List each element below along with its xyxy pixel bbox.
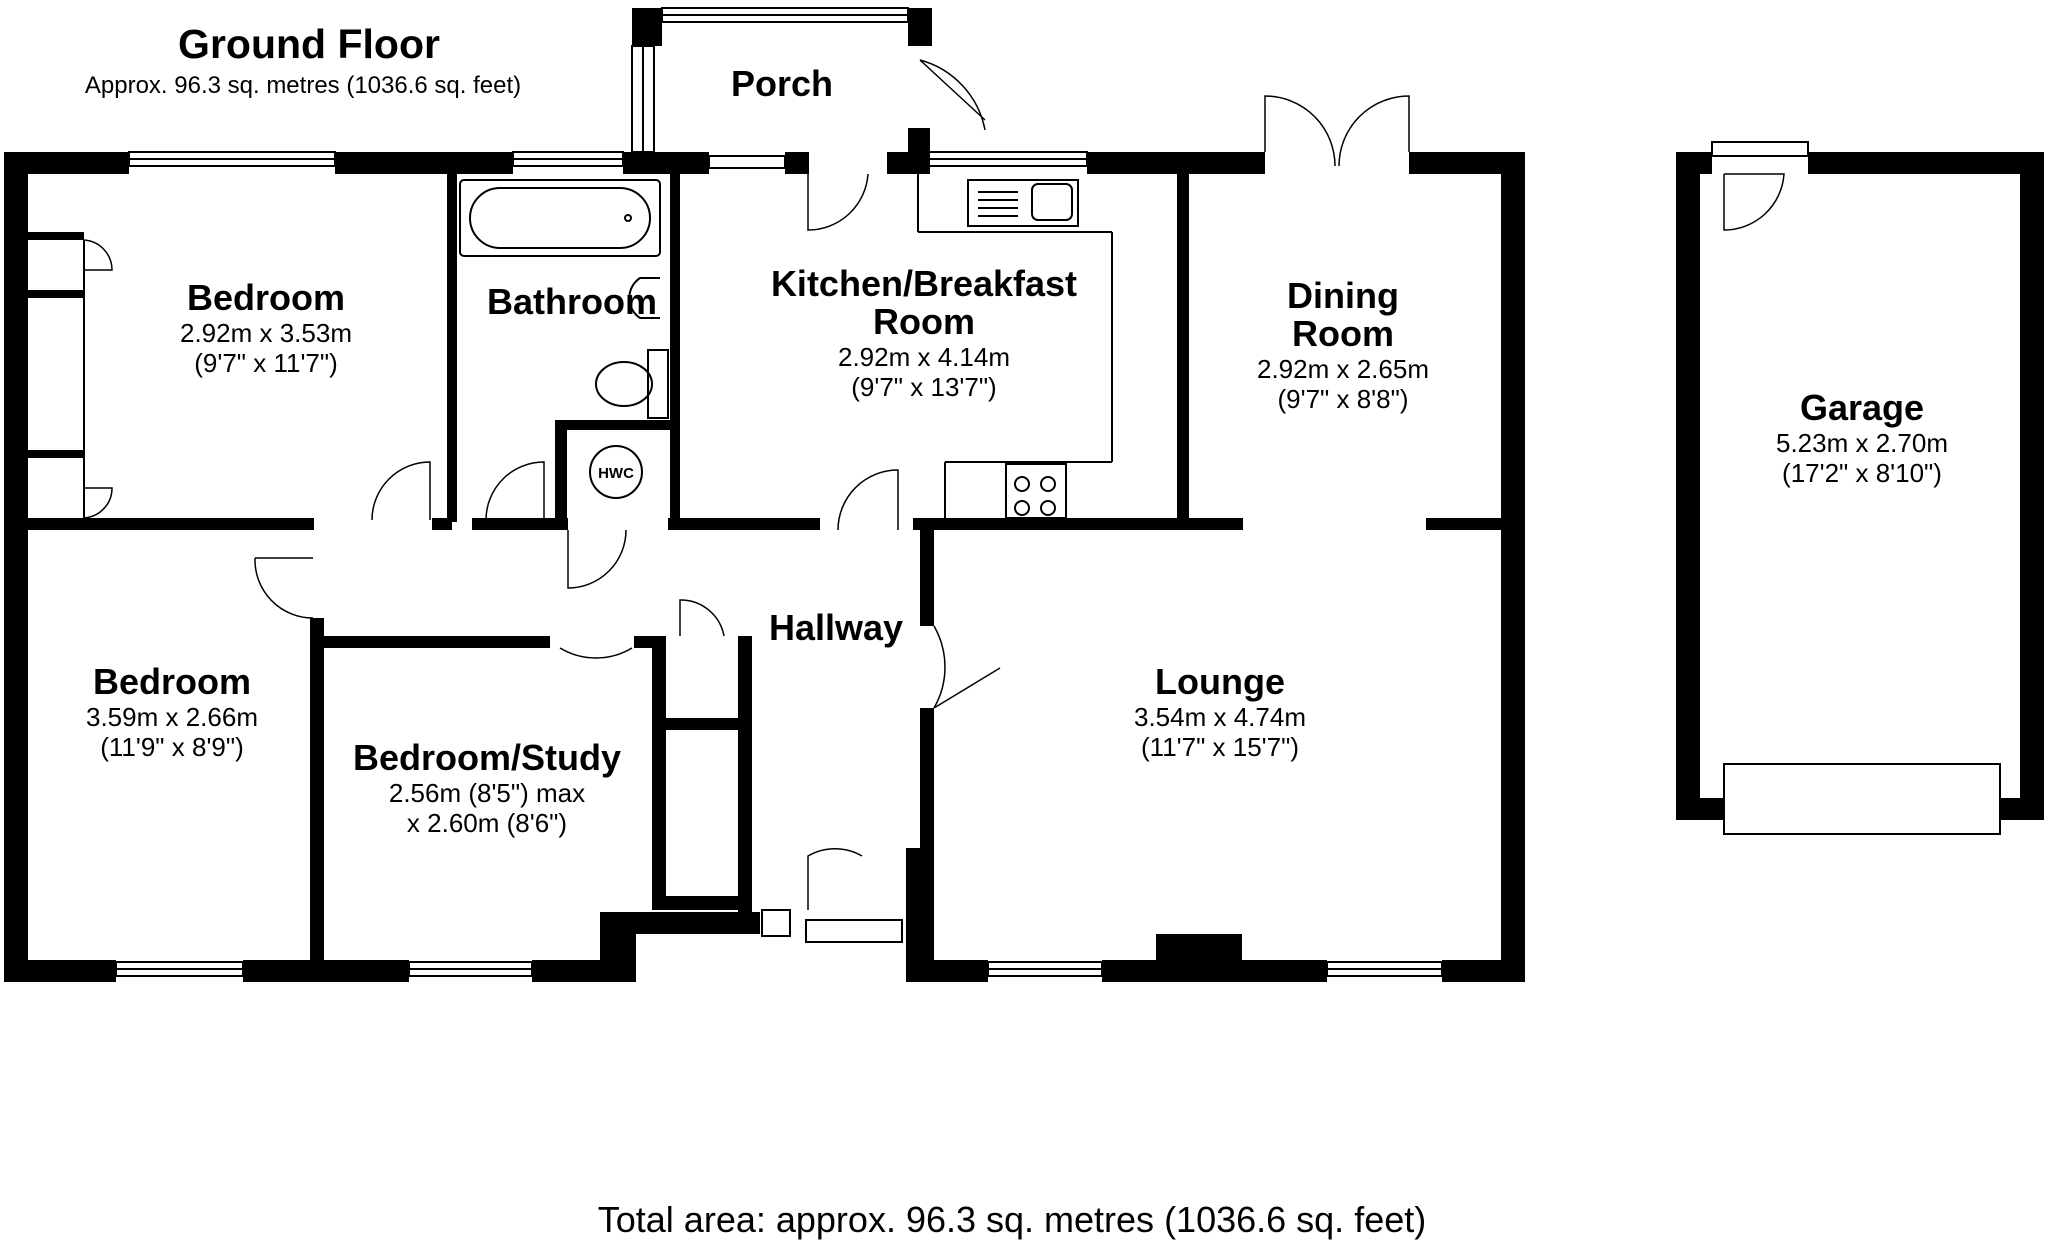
bathroom-fixtures — [459, 179, 669, 419]
floor-area-subtitle: Approx. 96.3 sq. metres (1036.6 sq. feet… — [85, 72, 521, 99]
dining-name-line2: Room — [1292, 313, 1394, 354]
bedroom1-imperial: (9'7" x 11'7") — [194, 348, 338, 378]
lounge-imperial: (11'7" x 15'7") — [1141, 732, 1299, 762]
study-line1: 2.56m (8'5") max — [389, 778, 585, 808]
bedroom2-name: Bedroom — [93, 661, 251, 702]
house-walls — [4, 152, 1525, 982]
wardrobe — [28, 232, 113, 519]
lounge-name: Lounge — [1155, 661, 1285, 702]
garage-imperial: (17'2" x 8'10") — [1782, 458, 1942, 488]
hwc-tank — [589, 445, 643, 499]
bedroom1-name: Bedroom — [187, 277, 345, 318]
lounge-metric: 3.54m x 4.74m — [1134, 702, 1306, 732]
kitchen-name-line1: Kitchen/Breakfast — [771, 263, 1077, 304]
bathroom-name: Bathroom — [487, 281, 657, 322]
dining-metric: 2.92m x 2.65m — [1257, 354, 1429, 384]
porch-label: Porch — [731, 63, 833, 104]
dining-imperial: (9'7" x 8'8") — [1278, 384, 1409, 414]
hwc-label: HWC — [598, 465, 634, 482]
garage-metric: 5.23m x 2.70m — [1776, 428, 1948, 458]
floor-title: Ground Floor — [178, 21, 440, 67]
hallway-name: Hallway — [769, 607, 903, 648]
kitchen-name-line2: Room — [873, 301, 975, 342]
french-doors — [1253, 95, 1421, 174]
study-name: Bedroom/Study — [353, 737, 621, 778]
kitchen-fixtures — [917, 174, 1113, 519]
garage-structure — [1676, 141, 2044, 835]
windows — [115, 151, 1443, 977]
study-line2: x 2.60m (8'6") — [407, 808, 567, 838]
bedroom2-metric: 3.59m x 2.66m — [86, 702, 258, 732]
kitchen-imperial: (9'7" x 13'7") — [851, 372, 996, 402]
bedroom1-metric: 2.92m x 3.53m — [180, 318, 352, 348]
kitchen-metric: 2.92m x 4.14m — [838, 342, 1010, 372]
dining-name-line1: Dining — [1287, 275, 1399, 316]
total-area: Total area: approx. 96.3 sq. metres (103… — [598, 1199, 1426, 1240]
garage-name: Garage — [1800, 387, 1924, 428]
bedroom2-imperial: (11'9" x 8'9") — [100, 732, 244, 762]
porch-structure — [631, 7, 986, 231]
internal-doors — [254, 461, 1001, 910]
